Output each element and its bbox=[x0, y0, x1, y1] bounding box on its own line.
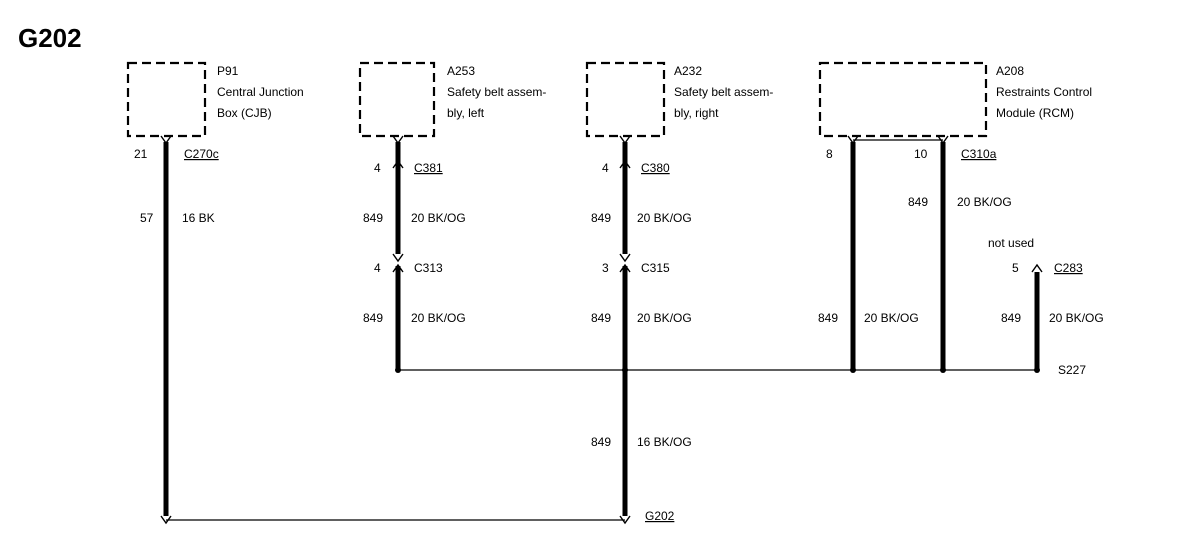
component-box-a253 bbox=[358, 61, 436, 138]
splice-node bbox=[1034, 367, 1040, 373]
connector-symbol bbox=[160, 135, 172, 145]
circuit-number: 849 bbox=[363, 211, 383, 225]
splice-node bbox=[940, 367, 946, 373]
ground-label: G202 bbox=[645, 509, 675, 523]
circuit-number: 57 bbox=[140, 211, 154, 225]
connector-symbol bbox=[1031, 263, 1043, 273]
wire-spec: 16 BK/OG bbox=[637, 435, 692, 449]
pin-number: 4 bbox=[374, 261, 381, 275]
connector-label-c313: C313 bbox=[414, 261, 443, 275]
pin-number: 10 bbox=[914, 147, 928, 161]
connector-symbol bbox=[619, 263, 631, 273]
component-name-line1: Safety belt assem- bbox=[447, 85, 546, 99]
diagram-title: G202 bbox=[18, 23, 82, 53]
component-id: A232 bbox=[674, 64, 702, 78]
ground-terminal bbox=[160, 515, 172, 525]
component-name-line1: Safety belt assem- bbox=[674, 85, 773, 99]
splice-label: S227 bbox=[1058, 363, 1086, 377]
pin-number: 4 bbox=[602, 161, 609, 175]
circuit-number: 849 bbox=[1001, 311, 1021, 325]
wire-spec: 20 BK/OG bbox=[957, 195, 1012, 209]
connector-symbol bbox=[937, 135, 949, 145]
component-box-a232 bbox=[585, 61, 666, 138]
component-name-line1: Central Junction bbox=[217, 85, 304, 99]
pin-number: 5 bbox=[1012, 261, 1019, 275]
connector-symbol bbox=[392, 159, 404, 169]
ground-terminal bbox=[619, 515, 631, 525]
circuit-number: 849 bbox=[908, 195, 928, 209]
connector-symbol bbox=[619, 253, 631, 263]
splice-node bbox=[850, 367, 856, 373]
circuit-number: 849 bbox=[591, 211, 611, 225]
component-box-p91 bbox=[126, 61, 207, 138]
connector-label-c380: C380 bbox=[641, 161, 670, 175]
pin-number: 8 bbox=[826, 147, 833, 161]
component-name-line2: Module (RCM) bbox=[996, 106, 1074, 120]
wire-spec: 20 BK/OG bbox=[637, 311, 692, 325]
circuit-number: 849 bbox=[818, 311, 838, 325]
component-id: P91 bbox=[217, 64, 239, 78]
connector-symbol bbox=[392, 253, 404, 263]
wire-spec: 20 BK/OG bbox=[1049, 311, 1104, 325]
connector-symbol bbox=[847, 135, 859, 145]
connector-label-c310a: C310a bbox=[961, 147, 997, 161]
connector-label-c315: C315 bbox=[641, 261, 670, 275]
connector-symbol bbox=[392, 263, 404, 273]
component-name-line1: Restraints Control bbox=[996, 85, 1092, 99]
component-label-a208: A208 Restraints Control Module (RCM) bbox=[996, 64, 1092, 120]
pin-number: 21 bbox=[134, 147, 148, 161]
component-id: A253 bbox=[447, 64, 475, 78]
connector-label-c283: C283 bbox=[1054, 261, 1083, 275]
component-box-a208 bbox=[818, 61, 988, 138]
component-label-p91: P91 Central Junction Box (CJB) bbox=[217, 64, 304, 120]
wire-spec: 20 BK/OG bbox=[637, 211, 692, 225]
component-name-line2: bly, right bbox=[674, 106, 719, 120]
component-name-line2: Box (CJB) bbox=[217, 106, 272, 120]
component-label-a232: A232 Safety belt assem- bly, right bbox=[674, 64, 773, 120]
component-id: A208 bbox=[996, 64, 1024, 78]
wire-spec: 20 BK/OG bbox=[411, 211, 466, 225]
connector-symbol bbox=[392, 135, 404, 145]
circuit-number: 849 bbox=[363, 311, 383, 325]
splice-node bbox=[395, 367, 401, 373]
connector-label-c381: C381 bbox=[414, 161, 443, 175]
wire-spec: 20 BK/OG bbox=[411, 311, 466, 325]
connector-symbol bbox=[619, 135, 631, 145]
component-label-a253: A253 Safety belt assem- bly, left bbox=[447, 64, 546, 120]
circuit-number: 849 bbox=[591, 435, 611, 449]
connector-label-c270c: C270c bbox=[184, 147, 219, 161]
component-name-line2: bly, left bbox=[447, 106, 485, 120]
wire-spec: 20 BK/OG bbox=[864, 311, 919, 325]
pin-number: 3 bbox=[602, 261, 609, 275]
splice-node bbox=[622, 367, 628, 373]
connector-symbol bbox=[619, 159, 631, 169]
pin-number: 4 bbox=[374, 161, 381, 175]
circuit-number: 849 bbox=[591, 311, 611, 325]
wire-spec: 16 BK bbox=[182, 211, 215, 225]
note-not-used: not used bbox=[988, 236, 1034, 250]
